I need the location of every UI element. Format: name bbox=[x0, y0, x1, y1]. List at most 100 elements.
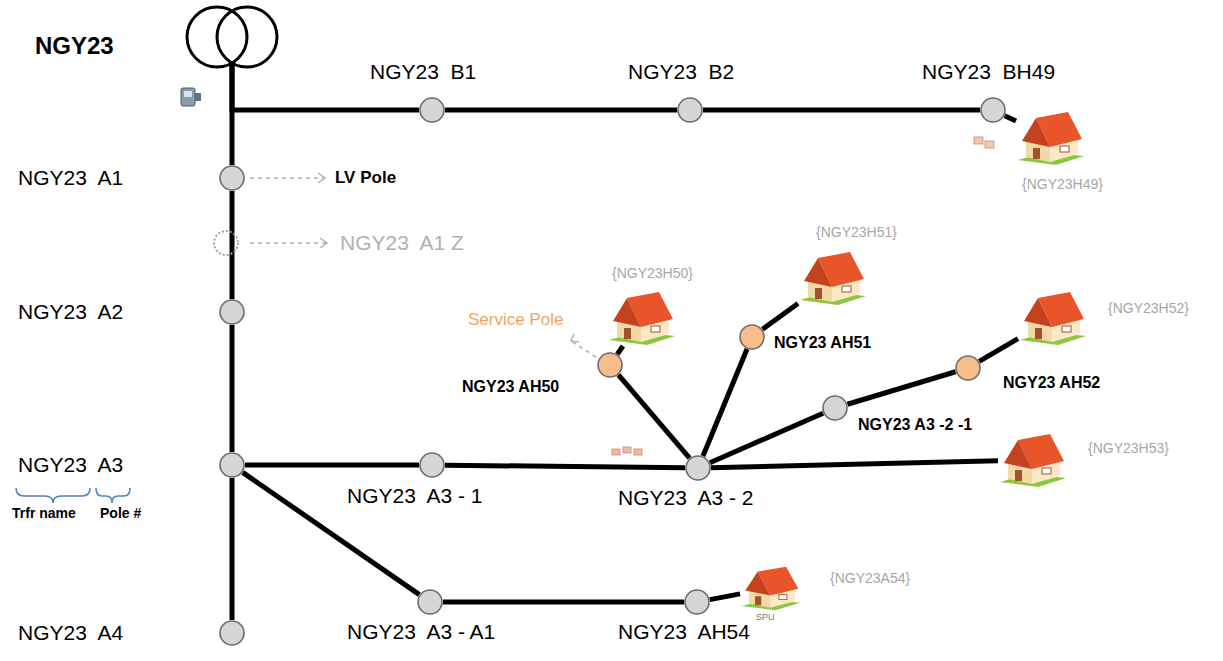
lv-line bbox=[617, 346, 623, 354]
callout-arrow bbox=[250, 173, 325, 183]
lv-pole bbox=[219, 299, 245, 325]
lv-pole: NGY23 A3 - 1 bbox=[419, 452, 445, 478]
pole-label: NGY23 A1 bbox=[18, 166, 123, 190]
house-id: {NGY23H49} bbox=[1022, 176, 1103, 192]
lv-line bbox=[445, 465, 685, 468]
lv-pole bbox=[219, 620, 245, 646]
pole-label: NGY23 A3 - 2 bbox=[618, 486, 753, 510]
house-icon bbox=[1016, 110, 1086, 166]
house-icon bbox=[607, 290, 677, 346]
callout-label: LV Pole bbox=[335, 168, 396, 188]
pole-label: NGY23 A3 - 1 bbox=[347, 484, 482, 508]
service-pole bbox=[597, 352, 623, 378]
icon-tag: SPU bbox=[756, 612, 775, 622]
service-pole: NGY23 AH52 bbox=[955, 355, 981, 381]
brace bbox=[16, 488, 90, 503]
pole-label: NGY23 A3 -2 -1 bbox=[858, 416, 972, 434]
pole-label: NGY23 AH54 bbox=[618, 620, 750, 644]
house-icon: {NGY23H51} bbox=[798, 250, 868, 306]
lv-pole: NGY23 B1 bbox=[419, 97, 445, 123]
lv-pole bbox=[219, 452, 245, 478]
lv-pole: NGY23 A1 bbox=[219, 165, 245, 191]
house-icon bbox=[998, 432, 1068, 488]
callout-arrow bbox=[250, 238, 327, 248]
lv-pole bbox=[219, 165, 245, 191]
lv-line bbox=[445, 108, 677, 113]
lv-pole bbox=[685, 455, 711, 481]
house-icon bbox=[740, 565, 802, 611]
meter-icon bbox=[181, 88, 201, 106]
lv-line bbox=[230, 325, 235, 452]
service-pole: NGY23 AH50 bbox=[597, 352, 623, 378]
proposed-pole bbox=[213, 230, 239, 256]
lv-line bbox=[230, 63, 235, 165]
lv-line bbox=[618, 375, 689, 458]
lv-pole: NGY23 A2 bbox=[219, 299, 245, 325]
house-icon: {NGY23H50} bbox=[607, 290, 677, 346]
transformer-symbol: NGY23 bbox=[169, 5, 295, 69]
pole-label: NGY23 BH49 bbox=[922, 60, 1055, 84]
pole-label: NGY23 AH51 bbox=[774, 334, 871, 352]
house-id: {NGY23H51} bbox=[816, 224, 897, 240]
lv-line bbox=[245, 463, 419, 468]
house-id: {NGY23H53} bbox=[1088, 440, 1169, 456]
lv-pole: NGY23 A3 bbox=[219, 452, 245, 478]
lv-pole bbox=[677, 97, 703, 123]
pole-label: NGY23 A3 bbox=[18, 453, 123, 477]
lv-pole bbox=[419, 97, 445, 123]
pole-label: NGY23 A3 - A1 bbox=[347, 620, 495, 644]
pole-label: NGY23 B1 bbox=[370, 60, 476, 84]
lv-line bbox=[230, 191, 235, 299]
house-id: {NGY23A54} bbox=[830, 570, 910, 586]
pole-label: NGY23 A4 bbox=[18, 621, 123, 645]
house-icon: {NGY23H49} bbox=[1016, 110, 1086, 166]
lv-line bbox=[443, 600, 684, 605]
proposed-pole: NGY23 A1 Z bbox=[213, 230, 239, 256]
pole-label: NGY23 AH50 bbox=[462, 378, 559, 396]
pole-label: NGY23 B2 bbox=[628, 60, 734, 84]
house-icon bbox=[1018, 290, 1088, 346]
brace-label: Trfr name bbox=[12, 505, 76, 521]
lv-pole: NGY23 B2 bbox=[677, 97, 703, 123]
callout-label: Service Pole bbox=[468, 310, 563, 330]
proposed-pole-label: NGY23 A1 Z bbox=[340, 231, 464, 255]
house-id: {NGY23H50} bbox=[612, 265, 693, 281]
lv-pole: NGY23 A3 - 2 bbox=[685, 455, 711, 481]
house-icon bbox=[798, 250, 868, 306]
lv-pole: NGY23 A4 bbox=[219, 620, 245, 646]
lv-line bbox=[230, 478, 235, 620]
lv-line bbox=[703, 108, 980, 113]
callout-arrow bbox=[571, 334, 596, 357]
lv-pole: NGY23 A3 -2 -1 bbox=[822, 395, 848, 421]
lv-pole bbox=[822, 395, 848, 421]
service-pole bbox=[739, 324, 765, 350]
service-box-icon bbox=[974, 137, 994, 148]
service-pole bbox=[955, 355, 981, 381]
lv-pole: NGY23 A3 - A1 bbox=[417, 589, 443, 615]
lv-line bbox=[710, 594, 740, 600]
pole-label: NGY23 AH52 bbox=[1003, 374, 1100, 392]
lv-pole bbox=[417, 589, 443, 615]
house-icon: {NGY23H52} bbox=[1018, 290, 1088, 346]
lv-pole bbox=[980, 97, 1006, 123]
service-box-icon bbox=[612, 447, 642, 455]
house-id: {NGY23H52} bbox=[1108, 300, 1189, 316]
lv-pole: NGY23 BH49 bbox=[980, 97, 1006, 123]
service-pole: NGY23 AH51 bbox=[739, 324, 765, 350]
lv-line bbox=[847, 372, 955, 405]
brace bbox=[96, 488, 130, 503]
lv-line bbox=[703, 349, 747, 456]
lv-line bbox=[711, 461, 998, 468]
house-icon: {NGY23H53} bbox=[998, 432, 1068, 488]
lv-line bbox=[710, 413, 823, 463]
transformer-name: NGY23 bbox=[35, 32, 114, 60]
lv-line bbox=[763, 303, 798, 329]
house-icon: {NGY23A54} bbox=[740, 565, 802, 611]
pole-label: NGY23 A2 bbox=[18, 300, 123, 324]
brace-label: Pole # bbox=[100, 505, 141, 521]
lv-pole bbox=[684, 589, 710, 615]
transformer-symbol bbox=[169, 5, 295, 69]
lv-pole: NGY23 AH54 bbox=[684, 589, 710, 615]
lv-pole bbox=[419, 452, 445, 478]
